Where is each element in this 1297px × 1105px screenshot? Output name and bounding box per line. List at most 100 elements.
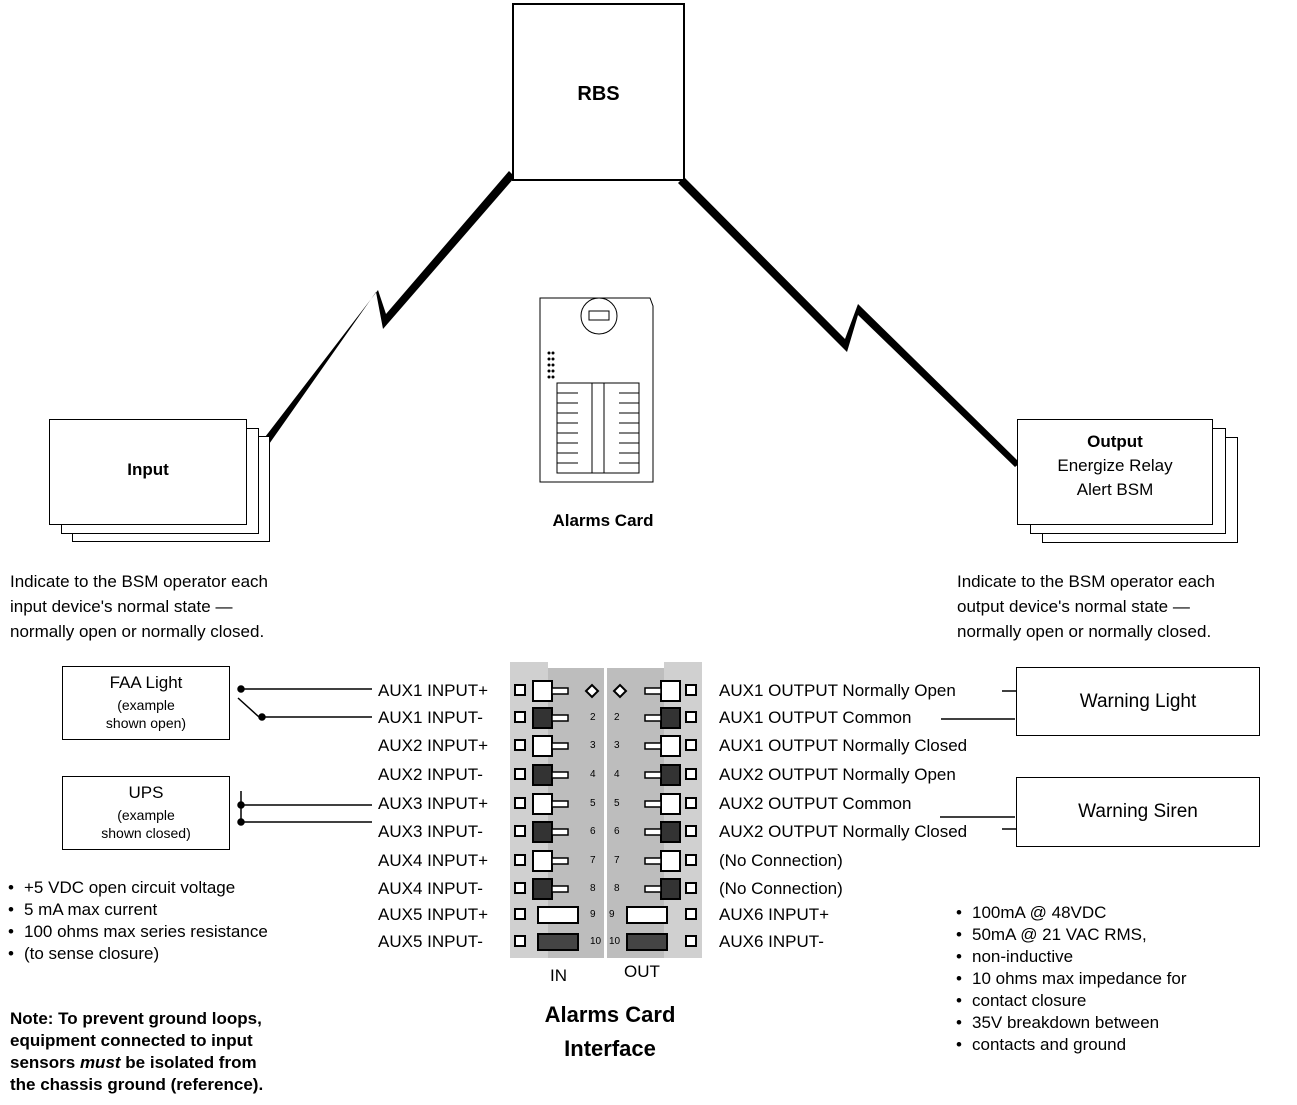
- warning-siren-label: Warning Siren: [1078, 801, 1198, 822]
- in-pin-number: 4: [590, 769, 596, 780]
- out-terminal-square: [685, 825, 697, 837]
- in-terminal-square: [514, 935, 526, 947]
- faa-light-sub2: shown open): [105, 715, 187, 731]
- note-line3-b: be isolated from: [120, 1053, 257, 1072]
- out-terminal-square: [685, 797, 697, 809]
- in-terminal-square: [514, 797, 526, 809]
- out-latch: [660, 821, 681, 843]
- ups-sub2: shown closed): [101, 825, 191, 841]
- out-terminal-square: [685, 768, 697, 780]
- in-pin-number: 7: [590, 855, 596, 866]
- warning-siren-box: Warning Siren: [1016, 777, 1260, 847]
- ups-sub1: (example: [117, 807, 175, 823]
- warning-light-label: Warning Light: [1079, 691, 1197, 712]
- rbs-label: RBS: [577, 83, 620, 105]
- alarms-card-label: Alarms Card: [552, 511, 654, 530]
- out-latch: [660, 680, 681, 702]
- input-specs-list: +5 VDC open circuit voltage 5 mA max cur…: [8, 877, 268, 965]
- in-latch: [532, 793, 553, 815]
- out-terminal-square: [685, 711, 697, 723]
- in-pin-number: 3: [590, 740, 596, 751]
- in-terminal-square: [514, 825, 526, 837]
- out-latch: [660, 878, 681, 900]
- out-latch-tab: [644, 828, 662, 836]
- in-latch: [532, 680, 553, 702]
- right-instruction-line3: normally open or normally closed.: [957, 622, 1212, 641]
- output-box-title: Output: [1087, 432, 1143, 451]
- in-latch-tab: [551, 800, 569, 808]
- in-latch-tab: [551, 742, 569, 750]
- input-pin-label: AUX5 INPUT-: [378, 932, 483, 951]
- input-spec-item: 5 mA max current: [8, 899, 268, 921]
- in-latch: [532, 764, 553, 786]
- in-terminal-square: [514, 711, 526, 723]
- out-connector-label: OUT: [624, 962, 660, 981]
- output-pin-label: (No Connection): [719, 851, 843, 870]
- interface-title-line1: Alarms Card: [544, 1002, 676, 1027]
- output-spec-continuation: contacts and ground: [956, 1034, 1187, 1056]
- right-lightning-bolt: [678, 177, 1020, 467]
- out-latch-tab: [644, 885, 662, 893]
- out-terminal-square: [685, 854, 697, 866]
- out-wide-latch: [626, 906, 668, 924]
- input-spec-item: +5 VDC open circuit voltage: [8, 877, 268, 899]
- ground-loop-note: Note: To prevent ground loops, equipment…: [10, 1008, 263, 1096]
- out-pin-number: 5: [614, 798, 620, 809]
- input-pin-label: AUX1 INPUT-: [378, 708, 483, 727]
- output-spec-continuation: non-inductive: [956, 946, 1187, 968]
- in-pin-number: 6: [590, 826, 596, 837]
- output-pin-label: AUX2 OUTPUT Normally Closed: [719, 822, 968, 841]
- rbs-box: RBS: [512, 3, 685, 181]
- output-spec-item: 10 ohms max impedance for: [956, 968, 1187, 990]
- note-line1: Note: To prevent ground loops,: [10, 1009, 262, 1028]
- in-pin-number: 10: [590, 936, 602, 947]
- out-latch: [660, 764, 681, 786]
- ups-title: UPS: [128, 783, 164, 802]
- output-box: Output Energize Relay Alert BSM: [1017, 419, 1213, 525]
- out-latch: [660, 735, 681, 757]
- out-latch-tab: [644, 687, 662, 695]
- in-terminal-square: [514, 768, 526, 780]
- out-pin-number: 8: [614, 883, 620, 894]
- output-pin-label: AUX6 INPUT-: [719, 932, 824, 951]
- in-terminal-square: [514, 684, 526, 696]
- input-pin-label: AUX5 INPUT+: [378, 905, 489, 924]
- output-spec-continuation: contact closure: [956, 990, 1187, 1012]
- out-latch-tab: [644, 771, 662, 779]
- out-latch: [660, 707, 681, 729]
- output-spec-item: 50mA @ 21 VAC RMS,: [956, 924, 1187, 946]
- in-latch-tab: [551, 687, 569, 695]
- in-latch-tab: [551, 771, 569, 779]
- out-terminal-square: [685, 882, 697, 894]
- interface-title-line2: Interface: [564, 1036, 656, 1061]
- out-terminal-square: [685, 908, 697, 920]
- in-terminal-square: [514, 908, 526, 920]
- in-key-marker: [584, 683, 600, 699]
- note-line4: the chassis ground (reference).: [10, 1075, 264, 1094]
- input-box: Input: [49, 419, 247, 525]
- ups-box: UPS (example shown closed): [62, 776, 230, 850]
- in-latch: [532, 821, 553, 843]
- alarms-card-drawing: [539, 297, 654, 483]
- faa-light-box: FAA Light (example shown open): [62, 666, 230, 740]
- in-pin-number: 2: [590, 712, 596, 723]
- out-latch-tab: [644, 714, 662, 722]
- in-pin-number: 9: [590, 909, 596, 920]
- output-pin-label: AUX1 OUTPUT Normally Open: [719, 681, 956, 700]
- note-line3-a: sensors: [10, 1053, 80, 1072]
- input-pin-label: AUX1 INPUT+: [378, 681, 489, 700]
- out-latch-tab: [644, 857, 662, 865]
- output-pin-label: (No Connection): [719, 879, 843, 898]
- faa-light-sub1: (example: [117, 697, 175, 713]
- left-instruction-line2: input device's normal state —: [10, 597, 233, 616]
- in-terminal-square: [514, 854, 526, 866]
- pin-graphics: [514, 680, 697, 951]
- input-pin-label: AUX3 INPUT-: [378, 822, 483, 841]
- input-pin-label: AUX2 INPUT+: [378, 736, 489, 755]
- input-box-label: Input: [127, 460, 169, 479]
- in-terminal-square: [514, 739, 526, 751]
- in-latch: [532, 850, 553, 872]
- out-pin-number: 9: [609, 909, 615, 920]
- input-pin-label: AUX4 INPUT+: [378, 851, 489, 870]
